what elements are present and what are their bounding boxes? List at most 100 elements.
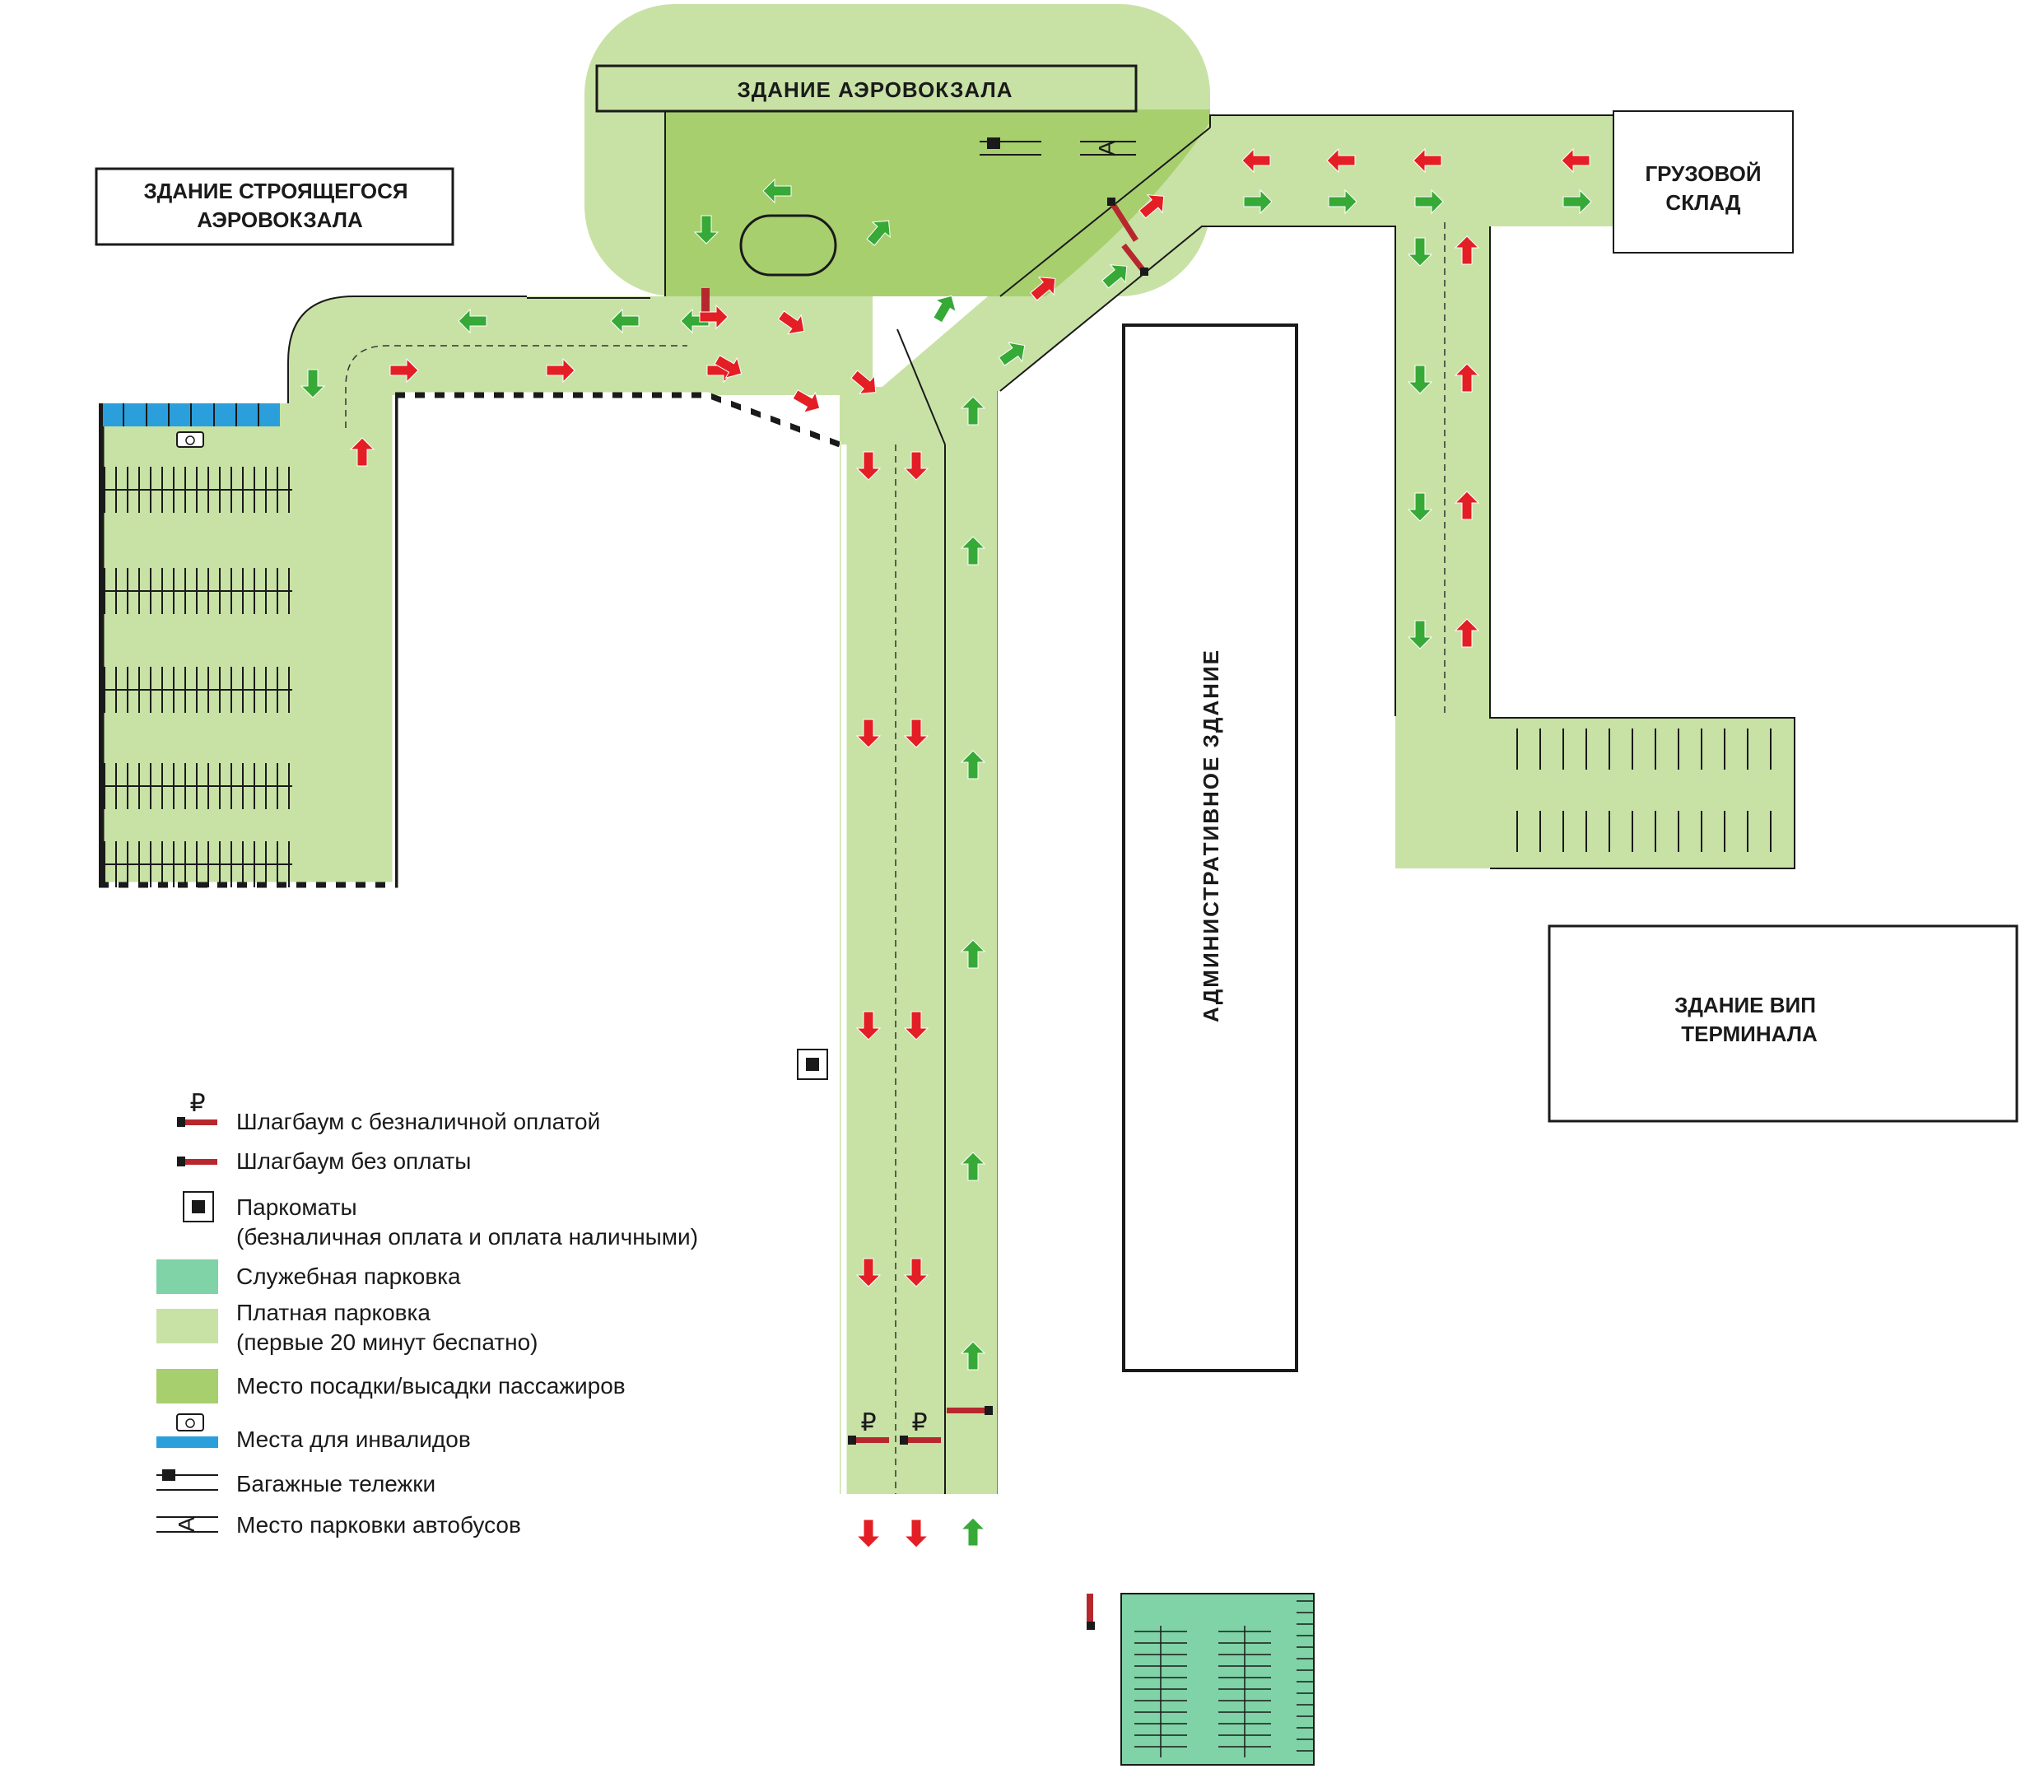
pay-symbol-1: ₽: [860, 1409, 876, 1436]
cargo-warehouse-label-1: ГРУЗОВОЙ: [1645, 161, 1761, 186]
arrow-inbound: [903, 1011, 929, 1040]
arrow-outbound: [960, 1341, 986, 1371]
arrow-outbound: [693, 215, 719, 244]
arrow-outbound: [1328, 189, 1357, 215]
legend-bus-icon: [156, 1516, 218, 1533]
barrier-diagonal-1: [1109, 200, 1138, 242]
barrier-entry: [947, 1408, 988, 1413]
legend-service-swatch: [156, 1259, 218, 1294]
legend-paid-parking-1: Платная парковка: [236, 1300, 431, 1325]
legend-paid-swatch: [156, 1309, 218, 1343]
cargo-warehouse: ГРУЗОВОЙ СКЛАД: [1613, 110, 1794, 254]
arrow-inbound: [903, 719, 929, 748]
road-edges: [287, 114, 1795, 1494]
arrow-inbound: [903, 451, 929, 481]
arrow-outbound: [1407, 237, 1433, 267]
legend-luggage-icon: [156, 1469, 218, 1491]
lane-dividers: [345, 222, 1446, 1494]
arrow-outbound: [1243, 189, 1273, 215]
legend-barrier-free: Шлагбаум без оплаты: [236, 1148, 471, 1174]
cargo-road: [1395, 222, 1490, 868]
traffic-arrows: [300, 147, 1592, 1548]
parking-meter: [797, 1049, 828, 1080]
arrow-inbound: [855, 1258, 882, 1287]
luggage-cart-marker: [980, 137, 1041, 156]
vip-terminal-label-1: ЗДАНИЕ ВИП: [1674, 993, 1816, 1017]
arrow-inbound: [903, 1258, 929, 1287]
disabled-spaces: [103, 403, 280, 448]
arrow-outbound: [1101, 264, 1128, 289]
pay-symbol-2: ₽: [911, 1409, 927, 1436]
left-lot-stalls: [101, 467, 292, 887]
admin-building-label: АДМИНИСТРАТИВНОЕ ЗДАНИЕ: [1199, 649, 1223, 1022]
admin-building: АДМИНИСТРАТИВНОЕ ЗДАНИЕ: [1122, 323, 1298, 1372]
arrow-inbound: [855, 1519, 882, 1548]
arrow-inbound: [855, 1011, 882, 1040]
vip-terminal: ЗДАНИЕ ВИП ТЕРМИНАЛА: [1548, 924, 2018, 1123]
construction-building-label-1: ЗДАНИЕ СТРОЯЩЕГОСЯ: [143, 179, 407, 203]
arrow-inbound: [1454, 235, 1480, 265]
legend-bus: Место парковки автобусов: [236, 1512, 521, 1538]
arrow-outbound: [762, 178, 792, 204]
legend-disabled: Места для инвалидов: [236, 1427, 471, 1452]
legend: ₽ Шлагбаум с безналичной оплатой Шлагбау…: [156, 1090, 698, 1538]
arrow-outbound: [1407, 492, 1433, 522]
vip-terminal-label-2: ТЕРМИНАЛА: [1681, 1022, 1818, 1046]
arrow-outbound: [610, 308, 640, 334]
arrow-outbound: [960, 939, 986, 969]
cargo-warehouse-label-2: СКЛАД: [1665, 190, 1741, 215]
arrow-inbound: [855, 719, 882, 748]
arrow-inbound: [777, 310, 805, 335]
bus-parking-letter: A: [1094, 140, 1120, 156]
arrow-inbound: [546, 357, 575, 384]
arrow-inbound: [903, 1519, 929, 1548]
arrow-inbound: [1561, 147, 1590, 174]
arrow-outbound: [1407, 620, 1433, 649]
arrow-outbound: [960, 396, 986, 426]
legend-barrier-free-swatch: [183, 1159, 217, 1165]
arrow-outbound: [1414, 189, 1444, 215]
arrow-inbound: [1454, 491, 1480, 520]
dropoff-zone: [665, 109, 1210, 296]
service-parking-lot: [1087, 1593, 1315, 1766]
legend-luggage: Багажные тележки: [236, 1471, 435, 1496]
barrier-dropoff: [701, 288, 710, 321]
legend-barrier-cashless: Шлагбаум с безналичной оплатой: [236, 1109, 600, 1134]
barrier-cashless-2: [901, 1437, 941, 1443]
construction-building: ЗДАНИЕ СТРОЯЩЕГОСЯ АЭРОВОКЗАЛА: [95, 167, 454, 246]
cargo-parking-lot: [1490, 718, 1795, 868]
cargo-lot-stalls: [1516, 728, 1772, 852]
service-barrier-post: [1087, 1594, 1093, 1628]
arrow-outbound: [933, 295, 957, 323]
arrow-outbound: [1562, 189, 1592, 215]
legend-dropoff: Место посадки/высадки пассажиров: [236, 1373, 626, 1399]
arrow-outbound: [960, 750, 986, 780]
legend-service-parking: Служебная парковка: [236, 1264, 461, 1289]
arrow-outbound: [1407, 365, 1433, 394]
terminal-building: ЗДАНИЕ АЭРОВОКЗАЛА: [595, 64, 1138, 113]
arrow-outbound: [300, 369, 326, 398]
arrow-inbound: [855, 451, 882, 481]
arrow-outbound: [998, 342, 1026, 366]
wheelchair-icon: [176, 431, 204, 448]
arrow-inbound: [389, 357, 419, 384]
barrier-diagonal-2: [1121, 243, 1147, 274]
construction-building-label-2: АЭРОВОКЗАЛА: [197, 207, 363, 232]
arrow-outbound: [960, 1517, 986, 1547]
arrow-inbound: [1241, 147, 1271, 174]
arrow-inbound: [1030, 277, 1056, 301]
arrow-inbound: [850, 370, 877, 394]
legend-paid-parking-2: (первые 20 минут беспатно): [236, 1329, 538, 1355]
diagonal-road: [873, 115, 1618, 395]
arrow-inbound: [1326, 147, 1356, 174]
arrow-inbound: [1454, 618, 1480, 648]
arrow-outbound: [866, 220, 891, 246]
roundabout-island: [739, 214, 837, 277]
legend-parking-meters-2: (безналичная оплата и оплата наличными): [236, 1224, 698, 1250]
arrow-inbound: [699, 304, 729, 330]
arrow-inbound: [349, 437, 375, 467]
legend-dropoff-swatch: [156, 1369, 218, 1403]
legend-bus-letter: A: [174, 1516, 199, 1532]
legend-disabled-swatch: [156, 1436, 218, 1448]
